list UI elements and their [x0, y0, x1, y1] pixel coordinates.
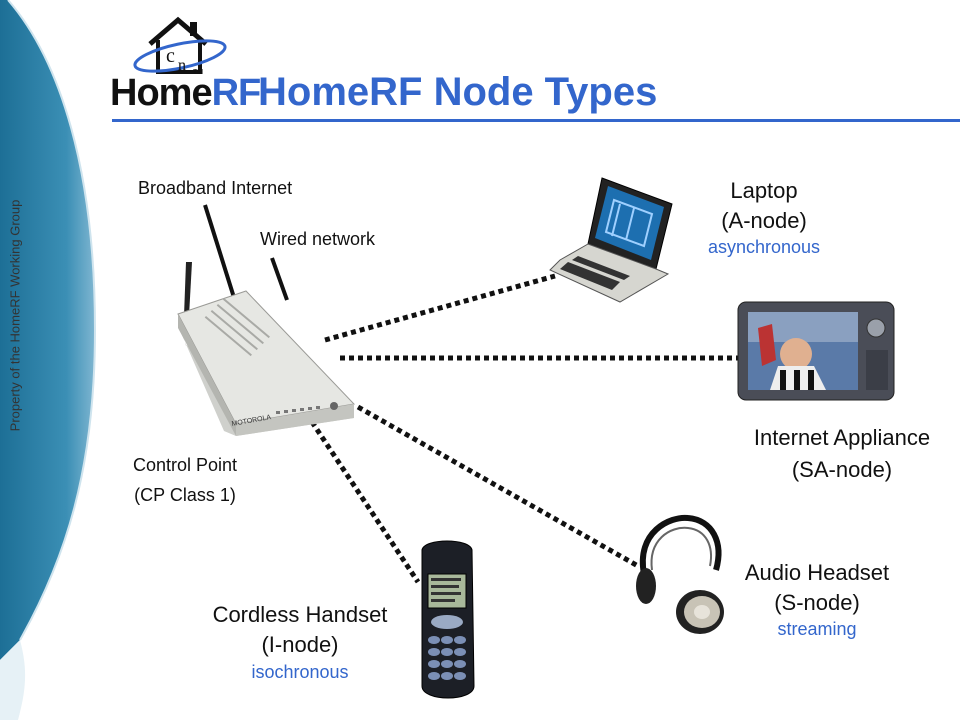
control-point-class: (CP Class 1)	[134, 485, 236, 505]
title-divider	[112, 119, 960, 122]
handset-mode: isochronous	[251, 662, 349, 682]
headset-label: Audio Headset (S-node) streaming	[722, 558, 912, 640]
headset-mode: streaming	[777, 619, 857, 639]
handset-type: (I-node)	[261, 632, 339, 657]
handset-name: Cordless Handset	[212, 602, 388, 627]
homerf-logo: c n HomeRF TM	[110, 14, 261, 124]
laptop-label: Laptop (A-node) asynchronous	[684, 176, 844, 258]
laptop-name: Laptop	[730, 178, 798, 203]
cordless-phone-icon	[421, 540, 475, 699]
handset-label: Cordless Handset (I-node) isochronous	[190, 600, 410, 684]
wired-network-label: Wired network	[260, 229, 376, 249]
broadband-cable	[203, 204, 238, 305]
laptop-mode: asynchronous	[707, 237, 821, 257]
appliance-label: Internet Appliance (SA-node)	[722, 422, 960, 486]
logo-rf-text: RF	[211, 72, 262, 114]
headset-name: Audio Headset	[744, 560, 890, 585]
appliance-type: (SA-node)	[791, 457, 893, 482]
logo-home-text: Home	[110, 72, 213, 114]
link-headset	[356, 404, 640, 569]
appliance-name: Internet Appliance	[753, 425, 931, 450]
link-handset	[309, 420, 421, 584]
headphones-icon	[636, 514, 724, 634]
control-point-name: Control Point	[132, 455, 238, 475]
sidebar-panel	[0, 0, 97, 720]
laptop-type: (A-node)	[721, 208, 807, 233]
headset-type: (S-node)	[774, 590, 860, 615]
broadband-internet-label: Broadband Internet	[138, 178, 293, 198]
wired-cable	[270, 257, 289, 301]
house-logo-icon: c n	[133, 16, 227, 74]
logo-trademark: TM	[193, 69, 204, 76]
router-icon: MOTOROLA	[177, 262, 356, 436]
control-point-label: Control Point (CP Class 1)	[110, 450, 260, 510]
svg-text:n: n	[178, 57, 186, 74]
link-laptop	[324, 273, 556, 343]
svg-text:c: c	[166, 45, 175, 67]
tablet-display-icon	[737, 301, 895, 401]
laptop-icon	[549, 177, 673, 303]
page-title: HomeRF Node Types	[258, 70, 658, 114]
